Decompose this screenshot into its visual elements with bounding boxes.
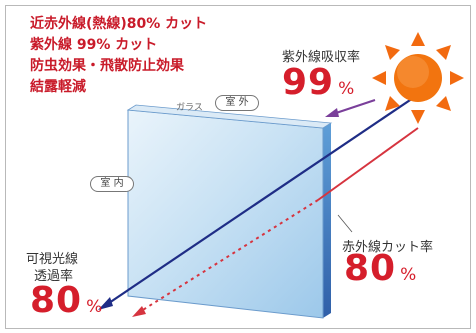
indoor-label: 室 内 <box>90 176 134 192</box>
infrared-ray <box>132 127 419 317</box>
uv-absorption-label: 紫外線吸収率 <box>282 50 361 65</box>
ir-cut-value: 80% <box>344 248 417 289</box>
ir-callout-line <box>337 214 353 233</box>
feature-list: 近赤外線(熱線)80% カット 紫外線 99% カット 防虫効果・飛散防止効果 … <box>30 14 207 98</box>
visible-transmittance-value: 80% <box>30 280 103 321</box>
sun-icon <box>372 32 464 124</box>
feature-item: 防虫効果・飛散防止効果 <box>30 58 184 74</box>
uv-ray <box>325 99 376 117</box>
ir-cut-label: 赤外線カット率 <box>342 240 434 255</box>
glass-pane <box>126 104 333 319</box>
uv-absorption-value: 99% <box>282 62 355 103</box>
feature-item: 紫外線 99% カット <box>30 37 158 53</box>
glass-face <box>127 109 324 319</box>
feature-item: 近赤外線(熱線)80% カット <box>30 16 208 32</box>
outdoor-label: 室 外 <box>215 95 259 111</box>
visible-light-ray <box>98 91 423 310</box>
feature-item: 結露軽減 <box>30 79 86 95</box>
visible-transmittance-label: 可視光線 <box>26 252 79 267</box>
glass-top-edge <box>126 104 333 129</box>
visible-transmittance-label-2: 透過率 <box>34 269 74 284</box>
glass-label: ガラス <box>176 103 203 113</box>
glass-edge <box>323 123 331 318</box>
